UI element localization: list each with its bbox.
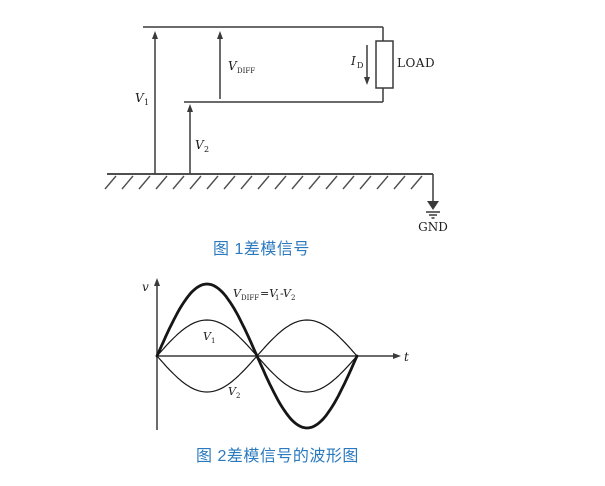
vdiff-equation-label: V DIFF =V 1 -V 2 [233,287,295,302]
wave-v1-label-sub: 1 [211,337,215,345]
v2-label: V [195,138,205,152]
vdiff-label: V [228,59,238,73]
gnd-label: GND [418,220,448,234]
eq-v: V [233,287,242,300]
id-label: I [350,54,356,68]
vdiff-arrowhead-icon [217,31,223,39]
figure1-caption: 图 1差模信号 [213,241,310,258]
v1-label-sub: 1 [144,98,149,107]
v1-label: V [135,91,145,105]
load-label: LOAD [397,56,435,70]
v-axis-arrowhead-icon [154,278,160,286]
vdiff-label-sub: DIFF [237,67,255,75]
v-axis-label: v [142,280,149,294]
figure2-caption: 图 2差模信号的波形图 [196,448,359,465]
eq-equals-v: =V [260,287,278,300]
figure1-circuit: GND V 1 V DIFF V 2 I D LOAD [104,26,448,234]
id-label-sub: D [357,61,363,70]
eq-minus-v: -V [280,287,292,300]
eq-sub2: 2 [291,294,295,302]
t-axis-label: t [404,350,409,364]
v1-arrowhead-icon [152,31,158,39]
waveform-curves [155,282,359,430]
eq-diff-sub: DIFF [241,294,259,302]
t-axis-arrowhead-icon [393,353,401,359]
figure2-waveform: v t V DIFF =V 1 -V 2 V 1 V 2 [142,278,409,430]
v2-arrowhead-icon [187,104,193,112]
wave-v2-label: V [228,385,237,398]
eq-sub1: 1 [275,294,279,302]
gnd-symbol-icon [426,211,440,219]
gnd-arrowhead-icon [427,201,439,210]
ground-hatching [104,175,423,190]
v2-label-sub: 2 [204,145,209,154]
id-arrowhead-icon [364,77,370,85]
wave-v2-label-sub: 2 [236,392,240,400]
waveform-curve-v2 [156,319,358,393]
load-resistor-box [375,40,394,89]
wave-v1-label: V [203,330,212,343]
